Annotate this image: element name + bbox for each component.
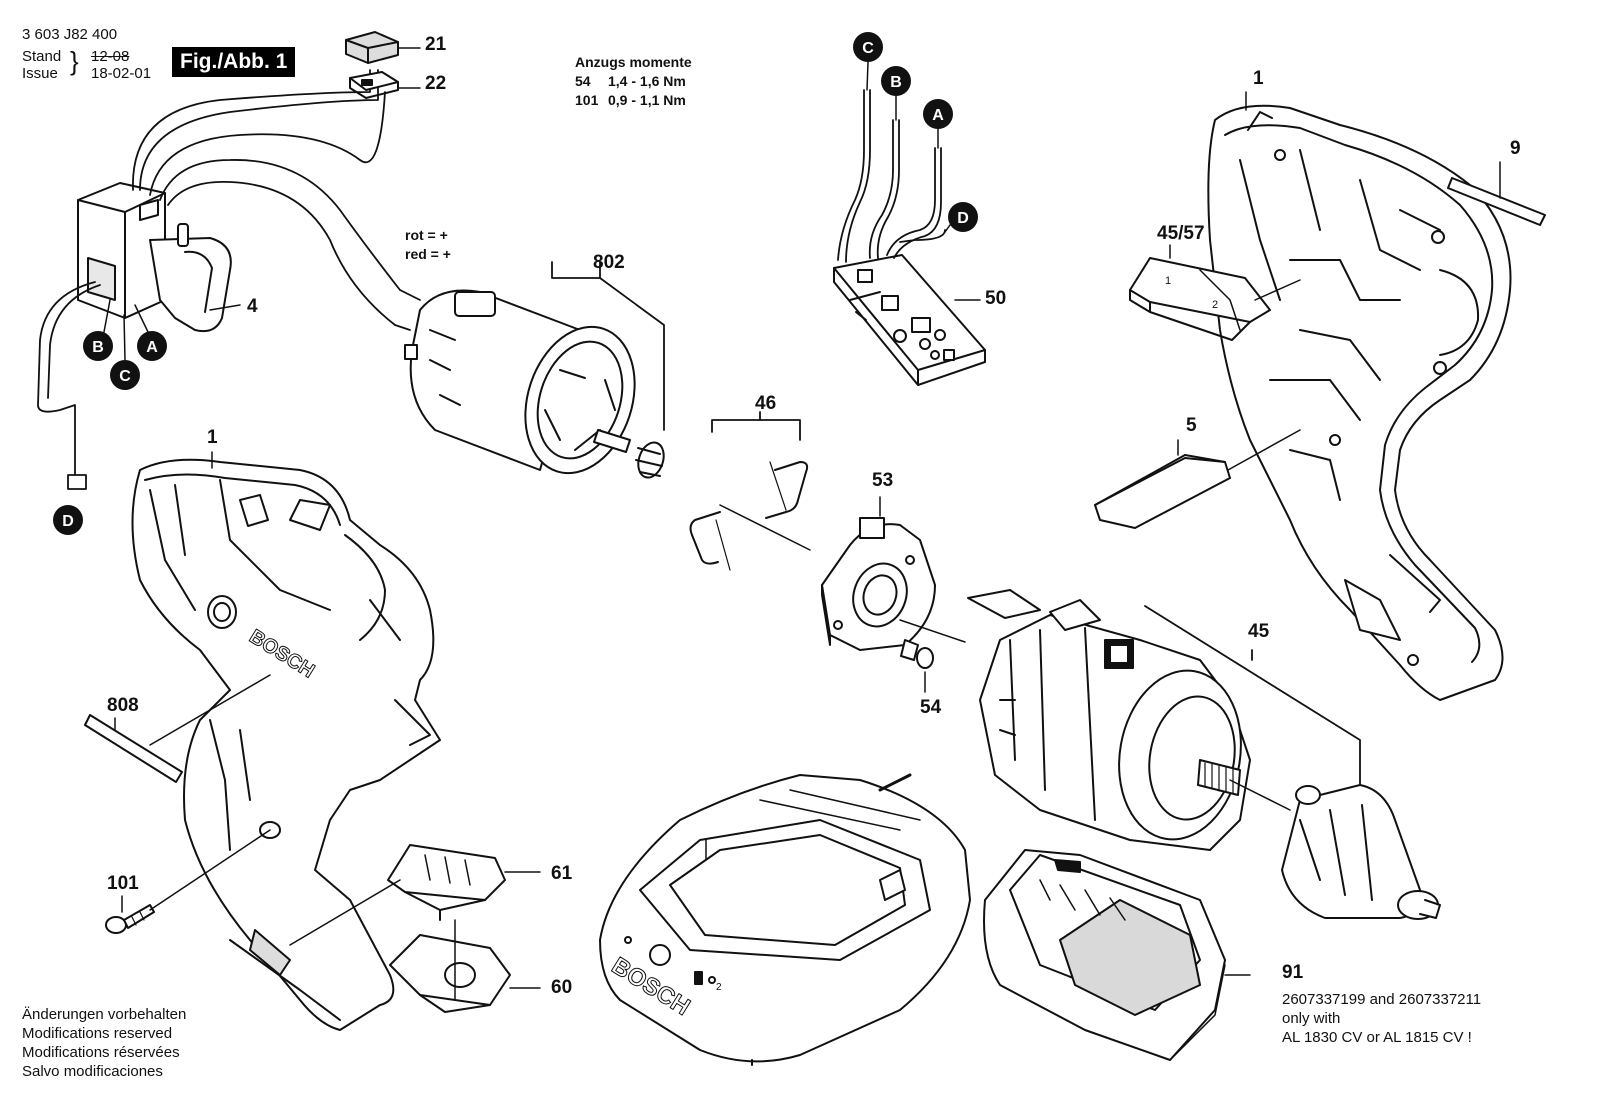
gearbox <box>967 589 1251 851</box>
part-101-screw <box>105 829 271 934</box>
circuit-board <box>833 254 986 386</box>
part-53-bearing-plate <box>821 496 936 651</box>
motor-wires <box>394 289 421 331</box>
part-22-board <box>349 71 421 99</box>
part-45-57-selector: 1 2 <box>1129 244 1301 341</box>
document-number: 3 603 J82 400 <box>22 26 118 43</box>
part-label-21: 21 <box>425 34 447 55</box>
chuck-axis-line <box>1229 779 1291 811</box>
connector-d-left: D <box>62 513 74 530</box>
part-46-clips <box>689 411 809 571</box>
part-label-60: 60 <box>551 977 573 998</box>
footer-line: Salvo modificaciones <box>22 1063 163 1080</box>
switch-wiring <box>37 69 401 490</box>
part-54-screw <box>900 639 934 693</box>
torque-row-value: 1,4 - 1,6 Nm <box>608 73 686 89</box>
connector-b-left: B <box>92 339 104 356</box>
keyless-chuck <box>1281 784 1441 920</box>
issue-label: Issue <box>22 65 58 82</box>
part-label-45: 45 <box>1248 621 1270 642</box>
torque-title: Anzugs momente <box>575 54 692 70</box>
part-label-61: 61 <box>551 863 573 884</box>
part-label-91: 91 <box>1282 962 1304 983</box>
footer-line: Änderungen vorbehalten <box>22 1006 187 1023</box>
charger-indicator-mark: 2 <box>716 982 722 993</box>
part-label-45-57: 45/57 <box>1157 223 1205 244</box>
connector-badges: B A C D C B A D <box>53 32 978 535</box>
part-label-53: 53 <box>872 470 894 491</box>
part-label-5: 5 <box>1186 415 1197 436</box>
brace-glyph: } <box>70 46 79 76</box>
assembly-axis-line <box>719 504 811 551</box>
part-61-contact-holder <box>289 844 541 946</box>
screw-axis-line <box>899 619 966 643</box>
part-label-4: 4 <box>247 296 258 317</box>
connector-leaders <box>103 61 951 361</box>
gear-mark-1: 1 <box>1165 275 1171 287</box>
part-label-54: 54 <box>920 697 942 718</box>
housing-left-half: BOSCH <box>131 458 441 1031</box>
part-label-101: 101 <box>107 873 139 894</box>
figure-badge: Fig./Abb. 1 <box>172 47 296 77</box>
connector-c-right: C <box>862 40 874 57</box>
switch-assembly <box>77 182 232 333</box>
footer-line: Modifications réservées <box>22 1044 180 1061</box>
part-808-label <box>84 674 271 783</box>
part-label-46: 46 <box>755 393 777 414</box>
wire-note-german: rot = + <box>405 227 448 243</box>
old-date: 12-08 <box>91 48 130 65</box>
gear-mark-2: 2 <box>1212 299 1218 311</box>
part-label-808: 808 <box>107 695 139 716</box>
part-label-50: 50 <box>985 288 1007 309</box>
part-label-1-right: 1 <box>1253 68 1264 89</box>
part-label-1-left: 1 <box>207 427 218 448</box>
connector-b-right: B <box>890 74 902 91</box>
new-date: 18-02-01 <box>91 65 152 82</box>
part-60-contact-plate <box>389 919 541 1013</box>
torque-row-value: 0,9 - 1,1 Nm <box>608 92 686 108</box>
part-label-802: 802 <box>593 252 625 273</box>
footer-line: Modifications reserved <box>22 1025 173 1042</box>
torque-row-part: 101 <box>575 92 599 108</box>
board-wires <box>837 89 981 301</box>
part-label-22: 22 <box>425 73 447 94</box>
connector-a-left: A <box>146 339 158 356</box>
stand-label: Stand <box>22 48 62 65</box>
battery-note-line: AL 1830 CV or AL 1815 CV ! <box>1282 1029 1472 1046</box>
connector-a-right: A <box>932 107 944 124</box>
part-label-9: 9 <box>1510 138 1521 159</box>
wire-note-english: red = + <box>405 246 451 262</box>
charger-653: 2 BOSCH <box>599 773 971 1066</box>
battery-note-line: 2607337199 and 2607337211 <box>1282 991 1482 1008</box>
motor <box>404 289 665 479</box>
part-9-nameplate <box>1447 161 1546 226</box>
part-5-slide <box>1094 429 1301 529</box>
battery-note-line: only with <box>1282 1010 1341 1027</box>
leader-45 <box>1144 605 1361 786</box>
leader-802 <box>551 261 665 431</box>
part-21-cap <box>345 31 421 64</box>
torque-row-part: 54 <box>575 73 591 89</box>
connector-d-right: D <box>957 210 969 227</box>
housing-right-half <box>1207 104 1512 701</box>
battery-adapter-91 <box>983 849 1251 1061</box>
connector-c-left: C <box>119 368 131 385</box>
